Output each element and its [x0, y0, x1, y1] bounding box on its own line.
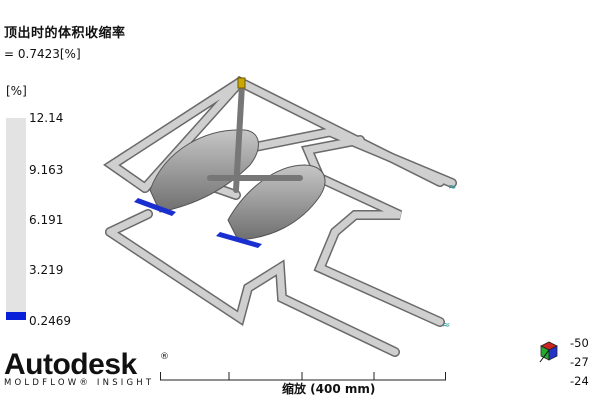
- coolant-inlet-marker: ≈: [448, 182, 456, 193]
- scale-bar: [160, 372, 446, 381]
- scale-label: 缩放 (400 mm): [282, 382, 376, 396]
- legend-tick-4: 3.219: [29, 263, 64, 277]
- legend-tick-min: 0.2469: [29, 314, 71, 328]
- orientation-triad-icon[interactable]: [537, 340, 559, 364]
- moldflow-insight-label: MOLDFLOW® INSIGHT: [4, 378, 155, 388]
- runner-system: [207, 82, 303, 193]
- view-coord-1: -50: [570, 336, 589, 350]
- molded-part-left: [149, 129, 259, 213]
- molded-part-right: [227, 164, 326, 241]
- coolant-outlet-marker: ≈: [442, 320, 450, 331]
- autodesk-logo: Autodesk: [4, 348, 137, 381]
- view-coord-3: -24: [570, 374, 589, 388]
- legend-color-bar: [6, 118, 26, 320]
- legend-tick-2: 9.163: [29, 163, 64, 177]
- result-value: = 0.7423[%]: [4, 47, 81, 61]
- legend-tick-max: 12.14: [29, 111, 64, 125]
- legend-min-color-swatch: [6, 312, 26, 320]
- registered-mark: ®: [160, 352, 169, 362]
- legend-unit: [%]: [6, 84, 27, 98]
- sprue-gate-marker: [237, 77, 246, 89]
- view-coord-2: -27: [570, 355, 589, 369]
- legend-tick-3: 6.191: [29, 213, 64, 227]
- part-shrinkage-min-region: [134, 198, 262, 248]
- result-title: 顶出时的体积收缩率: [4, 26, 126, 41]
